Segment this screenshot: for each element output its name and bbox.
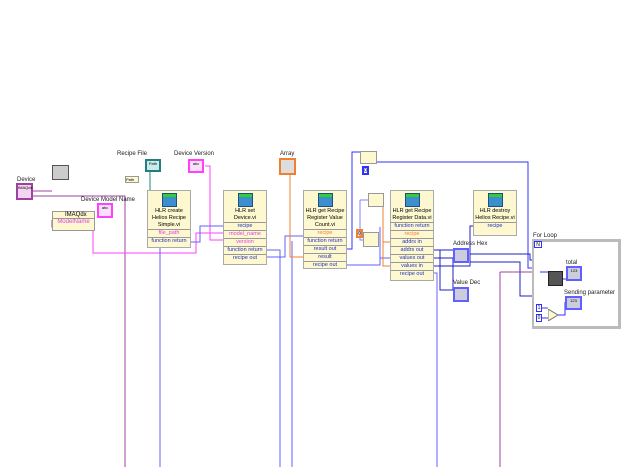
- property-modelname: ModelName: [57, 219, 90, 225]
- vi-icon: [317, 193, 333, 207]
- sending-parameter-label: Sending parameter: [564, 290, 616, 296]
- term-function-return[interactable]: function return: [224, 246, 266, 254]
- property-node-icon: [52, 165, 69, 180]
- device-model-name-label: Device Model Name: [81, 197, 136, 203]
- for-loop[interactable]: [532, 239, 621, 329]
- address-hex-label: Address Hex: [453, 241, 488, 247]
- term-values-out[interactable]: values out: [391, 254, 433, 262]
- device-control[interactable]: IMAQdx: [16, 183, 33, 200]
- array-size-node[interactable]: [360, 151, 377, 164]
- vi-icon: [404, 193, 420, 207]
- term-function-return[interactable]: function return: [391, 222, 433, 230]
- vi-icon: [487, 193, 503, 207]
- recipe-file-label: Recipe File: [117, 151, 148, 157]
- total-label: total: [566, 260, 578, 266]
- vi-name: HLR destroy Helios Recipe.vi: [475, 208, 515, 221]
- vi-hlr-get-register-data[interactable]: HLR get Recipe Register Data.vi function…: [390, 190, 434, 281]
- vi-icon: [161, 193, 177, 207]
- term-recipe-out[interactable]: recipe out: [391, 270, 433, 278]
- term-recipe[interactable]: recipe: [224, 222, 266, 230]
- add-icon[interactable]: [548, 309, 558, 321]
- total-indicator[interactable]: 123: [566, 266, 582, 281]
- init-value-constant[interactable]: 0: [356, 229, 363, 238]
- term-recipe[interactable]: recipe: [474, 222, 516, 230]
- term-addrs-in[interactable]: addrs in: [391, 238, 433, 246]
- vi-hlr-destroy[interactable]: HLR destroy Helios Recipe.vi recipe: [473, 190, 517, 236]
- value-dec-label: Value Dec: [453, 280, 481, 286]
- initialize-array-node[interactable]: [368, 193, 384, 207]
- device-model-name-indicator[interactable]: abc: [97, 203, 113, 218]
- loop-count-terminal[interactable]: N: [534, 241, 542, 248]
- device-version-control[interactable]: abc: [188, 159, 204, 173]
- imaqdx-property-node[interactable]: IMAQdx ModelName: [52, 211, 95, 231]
- array-label: Array: [280, 151, 295, 157]
- term-function-return[interactable]: function return: [148, 237, 190, 245]
- vi-hlr-create[interactable]: HLR create Helios Recipe Simple.vi file_…: [147, 190, 191, 248]
- vi-icon: [237, 193, 253, 207]
- term-recipe-out[interactable]: recipe out: [304, 261, 346, 269]
- sending-parameter-indicator[interactable]: 123: [565, 296, 582, 310]
- index-constant[interactable]: 0: [362, 166, 369, 175]
- term-values-in[interactable]: values in: [391, 262, 433, 270]
- vi-hlr-get-value-count[interactable]: HLR get Recipe Register Value Count.vi r…: [303, 190, 347, 269]
- device-label: Device: [17, 177, 36, 183]
- vi-name: HLR create Helios Recipe Simple.vi: [152, 208, 186, 228]
- constant-1[interactable]: 1: [536, 304, 542, 312]
- iteration-terminal[interactable]: 0: [536, 314, 542, 322]
- array-control[interactable]: [279, 158, 296, 175]
- vi-name: HLR get Recipe Register Data.vi: [392, 208, 432, 221]
- term-recipe[interactable]: recipe: [304, 229, 346, 237]
- term-recipe-out[interactable]: recipe out: [224, 254, 266, 262]
- device-version-label: Device Version: [174, 151, 215, 157]
- value-dec-indicator[interactable]: [453, 287, 469, 302]
- property-class: IMAQdx: [53, 212, 94, 219]
- address-hex-indicator[interactable]: [453, 248, 469, 263]
- term-file-path[interactable]: file_path: [148, 229, 190, 237]
- term-model-name[interactable]: model_name: [224, 230, 266, 238]
- vi-name: HLR set Device.vi: [233, 208, 257, 221]
- vi-hlr-set-device[interactable]: HLR set Device.vi recipe model_name vers…: [223, 190, 267, 265]
- build-array-node[interactable]: [548, 271, 563, 286]
- recipe-file-control[interactable]: Path: [145, 159, 161, 172]
- term-version[interactable]: version: [224, 238, 266, 246]
- term-result[interactable]: result: [304, 253, 346, 261]
- for-loop-label: For Loop: [533, 233, 558, 239]
- term-addrs-out[interactable]: addrs out: [391, 246, 433, 254]
- term-function-return[interactable]: function return: [304, 237, 346, 245]
- term-recipe[interactable]: recipe: [391, 230, 433, 238]
- vi-name: HLR get Recipe Register Value Count.vi: [305, 208, 345, 228]
- term-result-out[interactable]: result out: [304, 245, 346, 253]
- initialize-array-node-2[interactable]: [363, 232, 379, 247]
- path-constant[interactable]: Path: [125, 176, 139, 183]
